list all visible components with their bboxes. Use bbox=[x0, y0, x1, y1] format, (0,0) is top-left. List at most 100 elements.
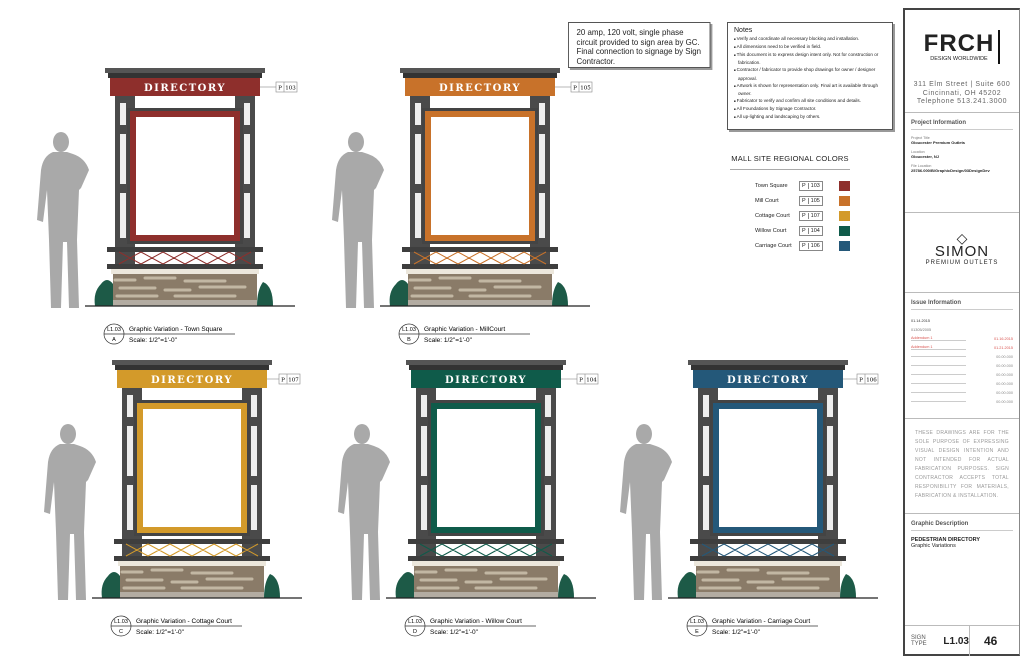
legend-title: MALL SITE REGIONAL COLORS bbox=[730, 154, 850, 170]
header-band bbox=[405, 78, 555, 96]
detail-title: Graphic Variation - Cottage Court bbox=[136, 618, 232, 625]
callout-prefix: P bbox=[278, 86, 282, 92]
detail-scale: Scale: 1/2"=1'-0" bbox=[136, 629, 185, 636]
issue-row: 00.00.000 bbox=[911, 397, 1013, 406]
notes-box: Notes Verify and coordinate all necessar… bbox=[727, 22, 893, 130]
detail-letter: C bbox=[119, 629, 123, 635]
lattice bbox=[125, 543, 259, 557]
detail-title: Graphic Variation - Town Square bbox=[129, 326, 223, 333]
legend-name: Willow Court bbox=[755, 227, 787, 234]
directory-header-text: DIRECTORY bbox=[445, 375, 527, 386]
issue-label bbox=[911, 383, 966, 384]
shrub bbox=[264, 574, 280, 598]
issue-row-date: 00.00.000 bbox=[996, 390, 1013, 395]
color-swatch bbox=[838, 180, 850, 191]
callout-prefix: P bbox=[859, 378, 863, 384]
detail-letter: A bbox=[112, 337, 116, 343]
elevation-drawings: DIRECTORY P 103 L1.03 A Graphic Variatio… bbox=[37, 68, 879, 637]
directory-sign: DIRECTORY bbox=[92, 360, 302, 599]
issue-date: 01.14.2015 bbox=[911, 318, 931, 323]
header-band bbox=[117, 370, 267, 388]
directory-sign: DIRECTORY bbox=[85, 68, 295, 307]
issue-row-date: 00.00.000 bbox=[996, 381, 1013, 386]
disclaimer: THESE DRAWINGS ARE FOR THE SOLE PURPOSE … bbox=[915, 430, 1009, 499]
paint-callout: P 103 bbox=[275, 81, 298, 93]
sign-type-label: SIGN TYPE bbox=[911, 635, 927, 647]
notes-title: Notes bbox=[734, 27, 753, 34]
shrub bbox=[94, 280, 113, 306]
header-band bbox=[411, 370, 561, 388]
issue-row-date: 01.16.2015 bbox=[993, 336, 1013, 341]
detail-label: L1.03 E Graphic Variation - Carriage Cou… bbox=[686, 615, 818, 637]
detail-scale: Scale: 1/2"=1'-0" bbox=[129, 337, 178, 344]
directory-sign: DIRECTORY bbox=[386, 360, 596, 599]
issue-row: 00.00.000 bbox=[911, 388, 1013, 397]
detail-letter: E bbox=[695, 629, 699, 635]
directory-header-text: DIRECTORY bbox=[439, 83, 521, 94]
issue-row-date: 00.00.000 bbox=[996, 372, 1013, 377]
lattice bbox=[118, 251, 252, 265]
address-line: Telephone 513.241.3000 bbox=[916, 98, 1008, 105]
detail-sheet: L1.03 bbox=[408, 619, 422, 625]
note-item: All dimensions need to be verified in fi… bbox=[734, 43, 886, 51]
shrub bbox=[101, 572, 120, 598]
callout-code: 106 bbox=[866, 378, 877, 384]
title-block: FRCH DESIGN WORLDWIDE 311 Elm Street | S… bbox=[903, 8, 1020, 656]
directory-header-text: DIRECTORY bbox=[151, 375, 233, 386]
issue-row: 00.00.000 bbox=[911, 361, 1013, 370]
callout-prefix: P bbox=[281, 378, 285, 384]
paint-number: 105 bbox=[807, 197, 822, 204]
note-item: All Foundations by Signage Contractor. bbox=[734, 105, 886, 113]
paint-prefix: P bbox=[802, 212, 806, 219]
power-note: 20 amp, 120 volt, single phase circuit p… bbox=[568, 22, 711, 68]
issue-row-date: 00.00.000 bbox=[996, 354, 1013, 359]
color-swatch bbox=[838, 225, 850, 236]
legend-name: Carriage Court bbox=[755, 242, 792, 249]
location: Gloucester, NJ bbox=[911, 154, 940, 159]
paint-callout: P 106 bbox=[856, 373, 879, 385]
human-silhouette bbox=[332, 132, 384, 308]
paint-callout: P 105 bbox=[570, 81, 593, 93]
logo-subtitle: DESIGN WORLDWIDE bbox=[930, 56, 988, 62]
paint-number: 103 bbox=[807, 182, 822, 189]
legend-name: Town Square bbox=[755, 182, 788, 189]
file-location: 25786.000/B/GraphicDesign/03DesignDev bbox=[911, 168, 990, 173]
display-panel bbox=[431, 117, 529, 235]
paint-callout: P 107 bbox=[278, 373, 301, 385]
graphic-description-header: Graphic Description bbox=[911, 518, 1013, 531]
project-title: Gloucester Premium Outlets bbox=[911, 140, 966, 145]
issue-info-header: Issue Information bbox=[911, 297, 1013, 310]
detail-label: L1.03 D Graphic Variation - Willow Court… bbox=[404, 615, 536, 637]
detail-sheet: L1.03 bbox=[690, 619, 704, 625]
human-silhouette bbox=[620, 424, 672, 600]
paint-callout: P 104 bbox=[576, 373, 599, 385]
issue-code: 01305/2005 bbox=[911, 327, 932, 332]
issue-label: Addendum 1 bbox=[911, 345, 966, 350]
issue-label bbox=[911, 392, 966, 393]
note-item: All up-lighting and landscaping by other… bbox=[734, 113, 886, 121]
detail-letter: B bbox=[407, 337, 411, 343]
project-info-header: Project Information bbox=[911, 117, 1013, 130]
callout-code: 107 bbox=[288, 378, 299, 384]
paint-number: 104 bbox=[807, 227, 822, 234]
legend-name: Cottage Court bbox=[755, 212, 790, 219]
sign-type: L1.03 bbox=[943, 635, 969, 647]
paint-prefix: P bbox=[802, 182, 806, 189]
issue-row: 00.00.000 bbox=[911, 379, 1013, 388]
simon-logo: SIMON bbox=[934, 243, 990, 260]
issue-label bbox=[911, 401, 966, 402]
detail-sheet: L1.03 bbox=[107, 327, 121, 333]
label: File Location bbox=[911, 164, 932, 168]
lattice bbox=[701, 543, 835, 557]
header-band bbox=[693, 370, 843, 388]
